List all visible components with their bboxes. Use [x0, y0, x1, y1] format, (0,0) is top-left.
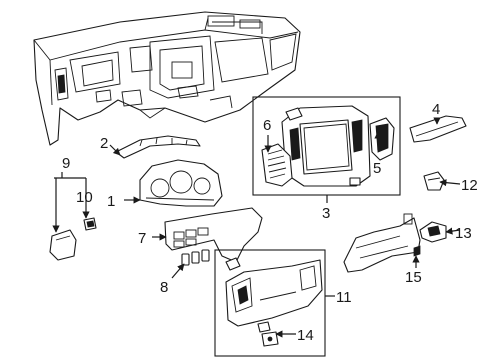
group-11-box [214, 249, 326, 357]
part-11-lower-panel [225, 257, 323, 327]
callout-15: 15 [405, 269, 422, 286]
callout-5: 5 [373, 160, 381, 177]
part-15-lower-brace [343, 213, 421, 273]
callout-6: 6 [263, 117, 271, 134]
callout-3: 3 [322, 205, 330, 222]
part-6-left-vent [261, 143, 293, 187]
callout-1: 1 [107, 193, 115, 210]
part-14-clips [257, 321, 279, 347]
part-9-side-cover [49, 229, 77, 261]
part-13-bracket [419, 221, 447, 243]
callout-12: 12 [461, 177, 478, 194]
part-12-bracket [423, 171, 445, 191]
callout-14: 14 [297, 327, 314, 344]
leader-lines [52, 117, 461, 338]
part-10-clip [83, 217, 97, 231]
callout-2: 2 [100, 135, 108, 152]
callout-9: 9 [62, 155, 70, 172]
callout-13: 13 [455, 225, 472, 242]
instrument-panel [33, 11, 301, 146]
callout-8: 8 [160, 279, 168, 296]
part-5-right-vent [369, 117, 395, 161]
part-3-center-panel [281, 105, 371, 187]
callout-11: 11 [336, 289, 352, 306]
part-8-switch-blanks [181, 249, 210, 266]
callout-7: 7 [138, 230, 146, 247]
part-1-cluster-bezel [139, 159, 223, 207]
part-2-cluster-hood [115, 135, 201, 159]
part-7-lower-switch-panel [164, 207, 263, 263]
part-4-trim-strip [409, 115, 467, 143]
callout-4: 4 [432, 101, 440, 118]
callout-10: 10 [76, 189, 93, 206]
